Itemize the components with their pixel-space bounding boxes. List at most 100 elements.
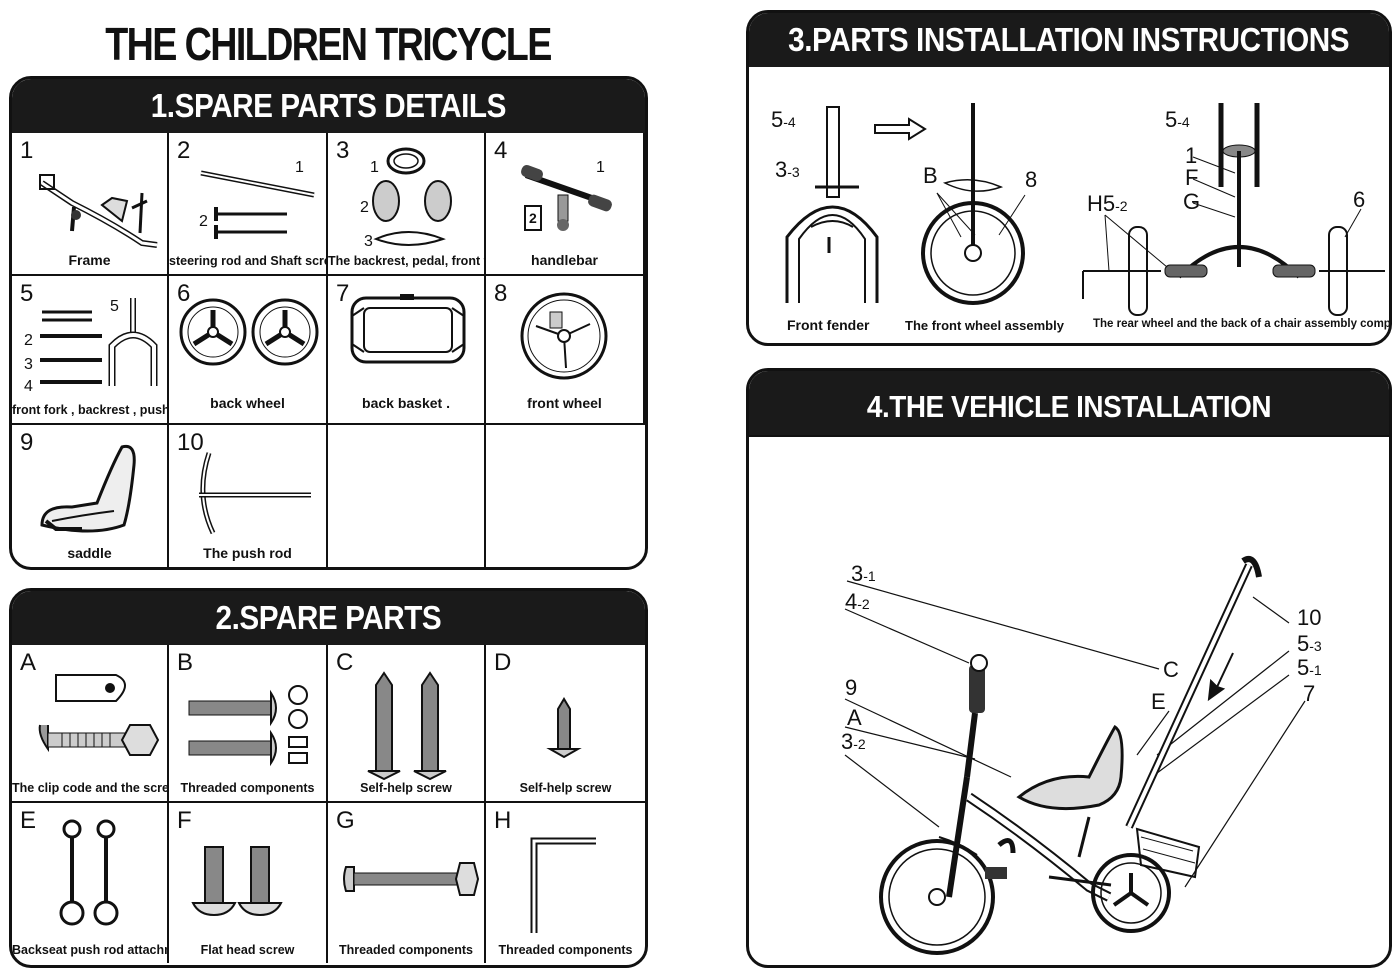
part-number: 9 [20, 429, 34, 456]
clip-nut-icon [38, 674, 160, 756]
flat-head-screw-icon [191, 846, 283, 917]
part-cell-push-rod: 10 The push rod [169, 425, 328, 567]
hex-key-icon [530, 837, 596, 933]
screw-icon [367, 671, 447, 781]
part-letter: A [20, 649, 37, 676]
part-number: 6 [177, 280, 191, 307]
part-caption: front fork , backrest , push rod [12, 403, 169, 417]
label: E [1151, 689, 1166, 714]
back-wheel-icon [179, 298, 319, 366]
part-cell-handlebar: 4 1 2 handlebar [486, 133, 645, 276]
caption-front-fender: Front fender [787, 317, 870, 333]
sub-label: 1 [295, 159, 304, 176]
part-caption: front wheel [527, 395, 602, 411]
label: C [1163, 657, 1179, 682]
part-caption: steering rod and Shaft screw [169, 254, 328, 268]
empty-cell [486, 425, 645, 567]
label: 3-3 [775, 157, 800, 182]
front-fork-icon [40, 298, 158, 386]
front-wheel-icon [520, 292, 608, 380]
part-letter: H [494, 807, 512, 834]
part-cell-front-wheel: 8 front wheel [486, 276, 645, 425]
pedal-icon [372, 147, 452, 246]
sub-label: 3 [24, 356, 33, 373]
label: 10 [1297, 605, 1322, 630]
label: 5-4 [1165, 107, 1190, 132]
part-cell-saddle: 9 saddle [12, 425, 169, 567]
part-caption: saddle [67, 545, 112, 561]
part-cell-flat-head: F Flat head screw [169, 803, 328, 963]
part-caption: The push rod [203, 545, 292, 561]
part-cell-front-fork: 5 5 2 3 4 front fork , backrest , push r… [12, 276, 169, 425]
spare-parts-grid: A The clip code and the screw nut B [12, 645, 645, 963]
label: G [1183, 189, 1201, 214]
label: 6 [1353, 187, 1366, 212]
spare-parts-details-panel: 1.SPARE PARTS DETAILS 1 Frame 2 1 2 [9, 76, 648, 570]
handlebar-icon [521, 165, 612, 231]
sub-label: 1 [370, 159, 379, 176]
part-cell-push-rod-attachment: E Backseat push rod attachment [12, 803, 169, 963]
part-cell-backrest-pedal-fender: 3 1 2 3 The backrest, pedal, front fende… [328, 133, 486, 276]
part-cell-self-help-d: D Self-help screw [486, 645, 645, 803]
label: 5-1 [1297, 655, 1322, 680]
spare-parts-details-heading: 1.SPARE PARTS DETAILS [12, 79, 645, 133]
vehicle-installation-heading: 4.THE VEHICLE INSTALLATION INSTRUCTIONS [749, 371, 1389, 496]
attachment-icon [59, 819, 119, 926]
part-number: 7 [336, 280, 350, 307]
sub-label: 2 [360, 199, 369, 216]
push-rod-icon [199, 452, 311, 535]
part-number: 1 [20, 137, 34, 164]
part-caption: The backrest, pedal, front fender [328, 254, 484, 268]
part-caption: Frame [68, 252, 111, 268]
parts-installation-panel: 3.PARTS INSTALLATION INSTRUCTIONS 5-4 3-… [746, 10, 1392, 346]
part-caption: back wheel [210, 395, 285, 411]
part-number: 4 [494, 137, 508, 164]
label: 7 [1303, 681, 1316, 706]
sub-label: 1 [596, 159, 605, 176]
part-number: 2 [177, 137, 191, 164]
parts-installation-diagram: 5-4 3-3 B 8 5-4 1 F G H5-2 6 [749, 67, 1389, 343]
part-cell-clip-code: A The clip code and the screw nut [12, 645, 169, 803]
bolt-icon [188, 685, 308, 767]
label: H5-2 [1087, 191, 1128, 216]
sub-label: 2 [524, 205, 542, 231]
part-number: 3 [336, 137, 350, 164]
part-caption: Threaded components [498, 943, 633, 957]
part-number: 10 [177, 429, 204, 456]
part-cell-steering-rod: 2 1 2 steering rod and Shaft screw [169, 133, 328, 276]
frame-icon [39, 174, 158, 248]
label: 5-3 [1297, 631, 1322, 656]
part-letter: D [494, 649, 512, 676]
part-caption: Backseat push rod attachment [12, 943, 167, 957]
part-caption: handlebar [531, 252, 598, 268]
part-number: 8 [494, 280, 508, 307]
label: 4-2 [845, 589, 870, 614]
part-caption: Threaded components [180, 781, 315, 795]
label: 1 [1185, 143, 1198, 168]
sub-label: 2 [24, 332, 33, 349]
label: A [847, 705, 862, 730]
label: F [1185, 165, 1199, 190]
label: 8 [1025, 167, 1038, 192]
parts-installation-heading: 3.PARTS INSTALLATION INSTRUCTIONS [749, 13, 1389, 67]
vehicle-installation-panel: 4.THE VEHICLE INSTALLATION INSTRUCTIONS … [746, 368, 1392, 968]
spare-parts-panel: 2.SPARE PARTS A The clip code and the sc… [9, 588, 648, 968]
part-cell-threaded-b: B Threaded components [169, 645, 328, 803]
part-letter: B [177, 649, 194, 676]
label: 5-4 [771, 107, 796, 132]
caption-front-wheel: The front wheel assembly [905, 318, 1064, 333]
screw-icon [546, 697, 582, 759]
sub-label: 4 [24, 378, 33, 395]
vehicle-installation-diagram: 3-1 4-2 9 A 3-2 C E 10 5-3 5-1 7 [749, 435, 1389, 965]
part-cell-frame: 1 Frame [12, 133, 169, 276]
part-letter: G [336, 807, 355, 834]
back-basket-icon [350, 294, 466, 364]
part-caption: Self-help screw [360, 781, 452, 795]
part-cell-threaded-g: G Threaded components [328, 803, 486, 963]
sub-label: 5 [110, 298, 119, 315]
caption-rear-wheel: The rear wheel and the back of a chair a… [1093, 318, 1391, 330]
sub-label: 3 [364, 233, 373, 250]
label: 3-2 [841, 729, 866, 754]
part-letter: C [336, 649, 354, 676]
saddle-icon [40, 444, 136, 533]
